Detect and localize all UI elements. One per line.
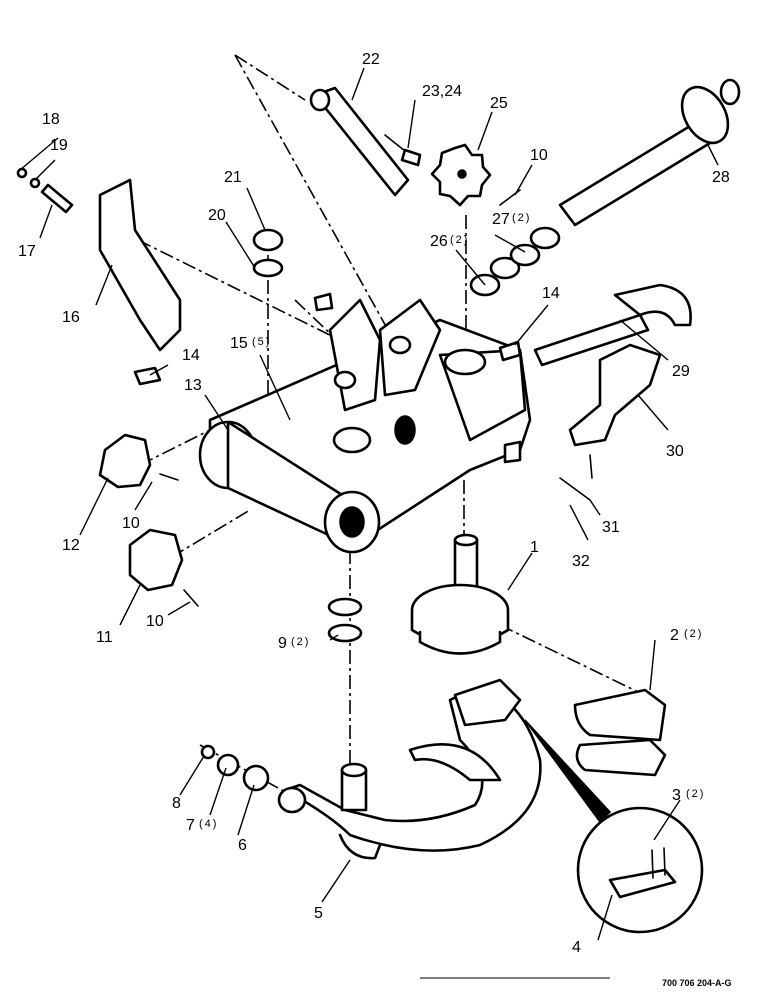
callout-1: 1 <box>530 539 539 556</box>
sprocket-part-11 <box>128 528 184 592</box>
callout-9-qty: (2) <box>291 636 310 648</box>
callout-13: 13 <box>184 377 202 394</box>
callout-3-qty: (2) <box>686 788 705 800</box>
callout-27-qty: (2) <box>512 212 531 224</box>
callout-20: 20 <box>208 207 226 224</box>
callout-15-qty: (5) <box>252 336 271 348</box>
callout-19: 19 <box>50 137 68 154</box>
callout-26: 26 <box>430 233 448 250</box>
small-pins <box>16 134 593 607</box>
callout-27: 27 <box>492 211 510 228</box>
callout-28: 28 <box>712 169 730 186</box>
callout-14a: 14 <box>182 347 200 364</box>
callout-14b: 14 <box>542 285 560 302</box>
callout-21: 21 <box>224 169 242 186</box>
callout-29: 29 <box>672 363 690 380</box>
washers <box>200 226 561 792</box>
leader-lines <box>19 67 719 941</box>
callout-4: 4 <box>572 939 581 956</box>
callout-10c: 10 <box>146 613 164 630</box>
callout-26-qty: (2) <box>450 234 469 246</box>
callout-32: 32 <box>572 553 590 570</box>
callout-10a: 10 <box>530 147 548 164</box>
callout-16: 16 <box>62 309 80 326</box>
callout-labels: 1 2 (2) 3 (2) 4 5 6 7 (4) 8 9 (2) 10 10 … <box>18 51 730 956</box>
callout-2: 2 <box>670 627 679 644</box>
callout-6: 6 <box>238 837 247 854</box>
callout-8: 8 <box>172 795 181 812</box>
plate-part-16 <box>98 178 182 352</box>
lever-part-22 <box>309 86 410 197</box>
sprocket-part-25 <box>430 143 492 207</box>
drawing-code: 700 706 204-A-G <box>662 978 732 988</box>
guides-part-2 <box>573 688 667 777</box>
callout-18: 18 <box>42 111 60 128</box>
callout-11: 11 <box>96 629 113 646</box>
hub-part-1 <box>410 533 510 655</box>
callout-15: 15 <box>230 335 248 352</box>
bracket-part-30 <box>568 343 662 447</box>
callout-7: 7 <box>186 817 195 834</box>
callout-31: 31 <box>602 519 620 536</box>
callout-3: 3 <box>672 787 681 804</box>
callout-10b: 10 <box>122 515 140 532</box>
callout-25: 25 <box>490 95 508 112</box>
callout-5: 5 <box>314 905 323 922</box>
callout-17: 17 <box>18 243 36 260</box>
callout-23-24: 23,24 <box>422 83 462 100</box>
main-frame-part-13 <box>198 298 532 554</box>
detail-view <box>524 719 704 934</box>
shaft-part-28 <box>558 78 741 227</box>
callout-12: 12 <box>62 537 80 554</box>
callout-9: 9 <box>278 635 287 652</box>
callout-7-qty: (4) <box>199 818 218 830</box>
pin-part-29 <box>533 283 692 367</box>
callout-2-qty: (2) <box>684 628 703 640</box>
arm-part-5 <box>277 678 542 860</box>
callout-30: 30 <box>666 443 684 460</box>
callout-22: 22 <box>362 51 380 68</box>
sprocket-part-12 <box>98 433 152 489</box>
